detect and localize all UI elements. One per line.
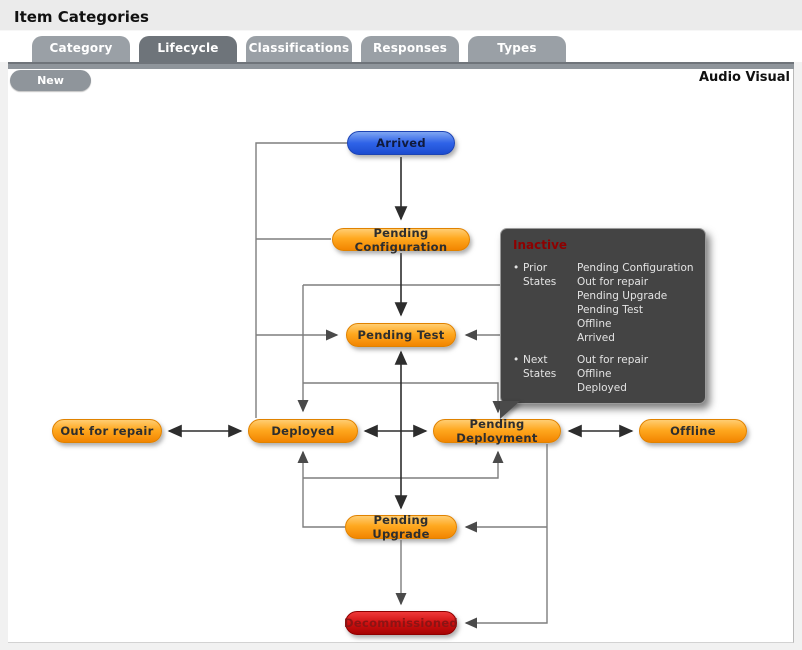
state-node-pending-test[interactable]: Pending Test [346, 323, 456, 347]
tab-responses[interactable]: Responses [361, 36, 459, 62]
state-node-decommissioned[interactable]: Decommissioned [344, 611, 458, 635]
tooltip-tail-pointer [500, 401, 520, 419]
header-strip [0, 0, 802, 31]
category-context-label: Audio Visual [698, 70, 790, 85]
tab-classifications[interactable]: Classifications [246, 36, 352, 62]
state-node-pending-configuration[interactable]: Pending Configuration [332, 226, 470, 254]
new-button[interactable]: New [10, 70, 91, 91]
state-node-pending-deployment[interactable]: Pending Deployment [433, 417, 561, 445]
state-node-offline[interactable]: Offline [639, 419, 747, 443]
tooltip-title: Inactive [513, 238, 568, 252]
page-title: Item Categories [14, 8, 149, 26]
state-node-pending-upgrade[interactable]: Pending Upgrade [345, 513, 457, 541]
state-node-arrived[interactable]: Arrived [347, 131, 455, 155]
tab-category[interactable]: Category [32, 36, 130, 62]
tab-underbar [8, 62, 794, 69]
state-node-out-for-repair[interactable]: Out for repair [52, 419, 162, 443]
tab-lifecycle[interactable]: Lifecycle [139, 36, 237, 62]
tab-bar: Category Lifecycle Classifications Response… [0, 31, 802, 62]
tab-types[interactable]: Types [468, 36, 566, 62]
state-node-deployed[interactable]: Deployed [248, 419, 358, 443]
